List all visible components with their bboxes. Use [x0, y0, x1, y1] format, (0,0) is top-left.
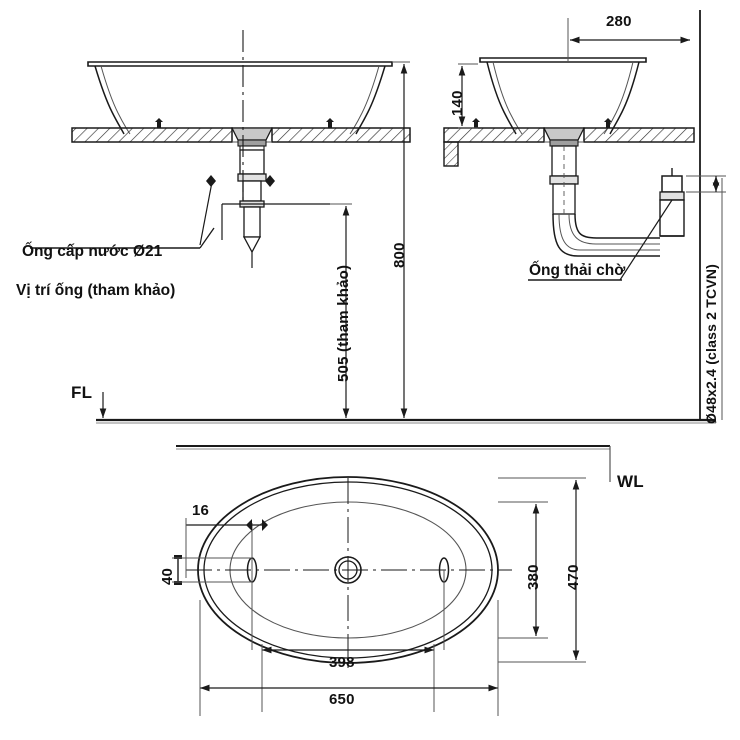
label-floor-level: FL	[71, 383, 93, 402]
annotation-waste-pipe: Ống thải chờ	[529, 262, 626, 279]
annotation-supply-pipe: Ống cấp nước Ø21	[22, 243, 163, 260]
side-elevation-view	[443, 57, 695, 281]
dimension-label-800: 800	[391, 242, 408, 268]
dimension-label-470: 470	[565, 564, 582, 590]
dimension-label-40: 40	[159, 567, 176, 585]
dimension-label-140: 140	[449, 90, 466, 116]
annotation-wall-pipe-spec: Ø48x2.4 (class 2 TCVN)	[703, 263, 719, 424]
dimension-label-280: 280	[606, 13, 632, 30]
annotation-pipe-position: Vị trí ống (tham khảo)	[16, 282, 176, 299]
plan-view	[172, 445, 611, 716]
dimension-label-398: 398	[329, 654, 355, 671]
dimension-label-505: 505 (tham khảo)	[335, 264, 352, 382]
dimension-label-380: 380	[525, 564, 542, 590]
dimension-label-650: 650	[329, 691, 355, 708]
dimension-lines-upper	[96, 10, 726, 424]
dimension-label-16: 16	[192, 502, 210, 519]
front-elevation-view	[30, 30, 411, 268]
label-wall-line: WL	[617, 472, 644, 491]
